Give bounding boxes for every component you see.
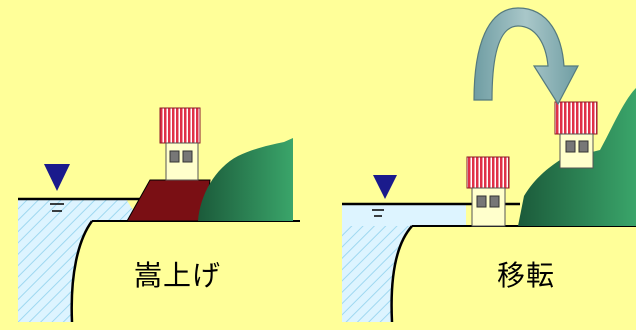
house-icon: [466, 156, 510, 227]
house-icon: [554, 101, 598, 169]
water-level-marker-icon: [44, 164, 70, 191]
basin-outline: [70, 220, 94, 323]
water-level-marker-icon: [373, 175, 397, 199]
curved-arrow-icon: [473, 7, 579, 106]
panel-label-relocation: 移転: [497, 259, 556, 292]
water-basin: [18, 199, 140, 322]
raised-embankment: [126, 179, 211, 222]
basin-outline: [390, 225, 413, 323]
hill: [198, 138, 293, 221]
house-icon: [159, 107, 201, 181]
raising-panel: [18, 107, 300, 323]
upper-water: [342, 205, 466, 226]
relocation-panel: [342, 7, 636, 323]
panel-label-raising: 嵩上げ: [134, 259, 222, 292]
water-basin: [342, 226, 412, 322]
